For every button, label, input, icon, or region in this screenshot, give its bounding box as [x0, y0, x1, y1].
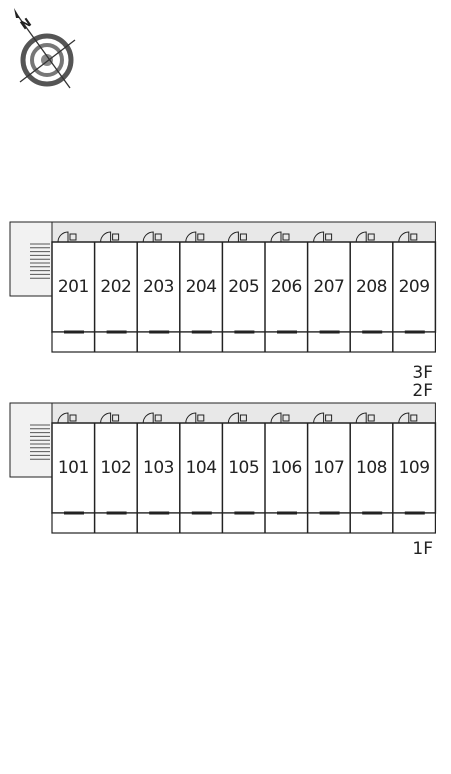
door-icon	[185, 412, 197, 424]
meter-icon	[69, 233, 77, 241]
meter-icon	[69, 414, 77, 422]
unit-label: 206	[271, 277, 302, 297]
door-icon	[398, 231, 410, 243]
meter-icon	[112, 233, 120, 241]
compass-north-label: N	[18, 15, 34, 32]
unit-label: 108	[356, 458, 387, 478]
door-icon	[398, 412, 410, 424]
balcony	[51, 331, 436, 353]
door-icon	[313, 412, 325, 424]
meter-icon	[239, 414, 247, 422]
floor-1-plan: 101 102 103 104 105 106 107 108 109	[9, 402, 437, 534]
unit-label: 205	[228, 277, 259, 297]
unit-label: 203	[143, 277, 174, 297]
meter-icon	[367, 414, 375, 422]
unit-label: 202	[100, 277, 131, 297]
unit-label: 209	[399, 277, 430, 297]
meter-icon	[154, 233, 162, 241]
unit-label: 106	[271, 458, 302, 478]
unit-label: 105	[228, 458, 259, 478]
door-icon	[100, 231, 112, 243]
door-icon	[142, 231, 154, 243]
floor-2-plan: 201 202 203 204 205 206 207 208 209	[9, 221, 437, 353]
meter-icon	[410, 233, 418, 241]
corridor	[9, 402, 436, 424]
meter-icon	[282, 414, 290, 422]
meter-icon	[325, 414, 333, 422]
unit-label: 208	[356, 277, 387, 297]
floor-label-3f: 3F	[412, 363, 433, 383]
meter-icon	[410, 414, 418, 422]
door-icon	[355, 231, 367, 243]
meter-icon	[197, 233, 205, 241]
unit-label: 204	[186, 277, 217, 297]
meter-icon	[282, 233, 290, 241]
unit-label: 103	[143, 458, 174, 478]
meter-icon	[197, 414, 205, 422]
unit-label: 109	[399, 458, 430, 478]
door-icon	[57, 231, 69, 243]
door-icon	[270, 412, 282, 424]
door-icon	[185, 231, 197, 243]
door-icon	[313, 231, 325, 243]
balcony	[51, 512, 436, 534]
meter-icon	[367, 233, 375, 241]
meter-icon	[154, 414, 162, 422]
unit-label: 104	[186, 458, 217, 478]
unit-label: 207	[313, 277, 344, 297]
door-icon	[142, 412, 154, 424]
door-icon	[227, 412, 239, 424]
compass-icon: N	[14, 8, 76, 89]
floor-label-2f: 2F	[412, 381, 433, 401]
meter-icon	[239, 233, 247, 241]
meter-icon	[112, 414, 120, 422]
door-icon	[270, 231, 282, 243]
door-icon	[355, 412, 367, 424]
corridor	[9, 221, 436, 243]
unit-label: 101	[58, 458, 89, 478]
unit-row	[51, 422, 437, 514]
door-icon	[57, 412, 69, 424]
door-icon	[227, 231, 239, 243]
unit-label: 107	[313, 458, 344, 478]
unit-label: 102	[100, 458, 131, 478]
unit-label: 201	[58, 277, 89, 297]
door-icon	[100, 412, 112, 424]
meter-icon	[325, 233, 333, 241]
floor-label-1f: 1F	[412, 539, 433, 559]
